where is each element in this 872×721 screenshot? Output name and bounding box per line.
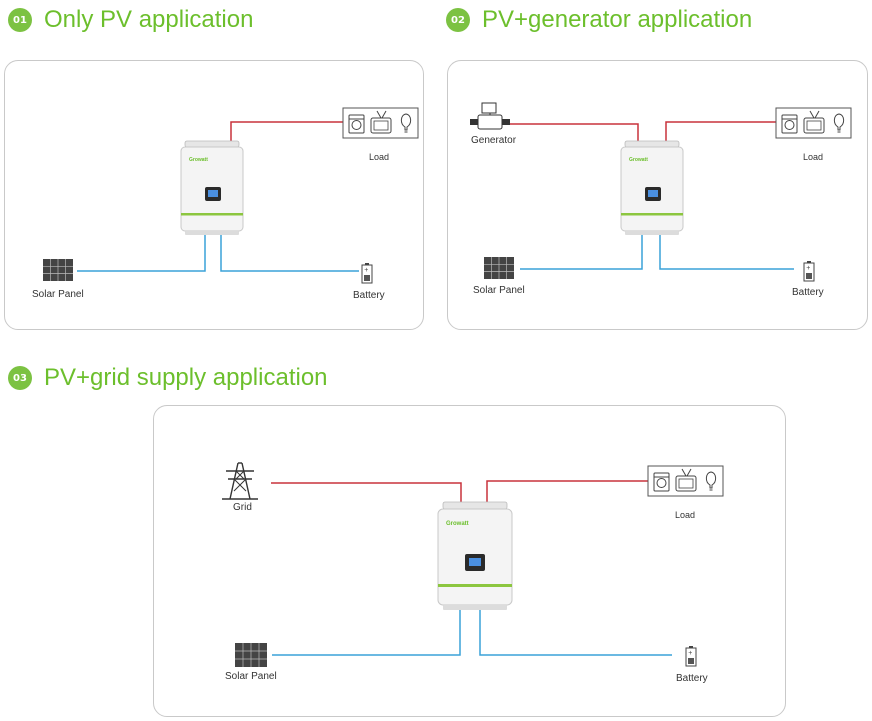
generator-icon <box>470 102 510 130</box>
solar-panel-label: Solar Panel <box>225 671 277 682</box>
battery-icon: + <box>803 261 815 282</box>
section-02-diagram-panel: Generator Growatt <box>447 60 868 330</box>
tv-icon <box>675 468 697 492</box>
section-01-badge: 01 <box>8 8 32 32</box>
dc-wire-solar <box>272 609 461 656</box>
battery-icon: + <box>361 263 373 284</box>
tv-icon <box>803 110 825 134</box>
section-03-title: PV+grid supply application <box>44 364 328 391</box>
tv-icon <box>370 110 392 134</box>
generator-label: Generator <box>471 135 517 146</box>
dc-wire-solar <box>77 231 206 272</box>
washing-machine-icon <box>348 114 365 134</box>
load-label: Load <box>369 152 389 162</box>
svg-text:+: + <box>364 267 368 274</box>
section-02-title: PV+generator application <box>482 6 753 33</box>
grid-label: Grid <box>233 502 252 513</box>
inverter-icon: Growatt <box>620 140 684 235</box>
washing-machine-icon <box>781 114 798 134</box>
dc-wire-battery <box>220 231 359 272</box>
section-02-badge: 02 <box>446 8 470 32</box>
solar-panel-label: Solar Panel <box>32 289 84 300</box>
section-03-heading: 03 PV+grid supply application <box>8 364 328 392</box>
svg-text:+: + <box>806 265 810 272</box>
ac-wire-grid <box>271 482 462 504</box>
load-icon-group <box>342 107 419 139</box>
section-01-diagram: Growatt Load <box>32 107 419 301</box>
solar-panel-icon <box>484 257 514 279</box>
load-icon-group <box>647 465 724 497</box>
load-icon-group <box>775 107 852 139</box>
load-label: Load <box>675 510 695 520</box>
light-bulb-icon <box>833 113 845 133</box>
washing-machine-icon <box>653 472 670 492</box>
inverter-brand-label: Growatt <box>446 521 469 527</box>
load-label: Load <box>803 152 823 162</box>
dc-wire-battery <box>479 609 672 656</box>
battery-label: Battery <box>353 290 385 301</box>
ac-wire-generator <box>508 123 639 144</box>
light-bulb-icon <box>705 471 717 491</box>
section-03-diagram: Grid Growatt <box>222 462 724 684</box>
transmission-tower-icon <box>222 462 258 500</box>
ac-wire-load <box>486 480 648 504</box>
battery-label: Battery <box>792 287 824 298</box>
section-01-heading: 01 Only PV application <box>8 6 253 34</box>
solar-panel-icon <box>43 259 73 281</box>
inverter-icon: Growatt <box>437 501 513 610</box>
inverter-icon: Growatt <box>180 140 244 235</box>
dc-wire-solar <box>520 231 643 270</box>
battery-icon: + <box>685 646 697 667</box>
svg-text:+: + <box>688 650 692 657</box>
section-01-diagram-panel: Growatt Load <box>4 60 424 330</box>
section-02-heading: 02 PV+generator application <box>446 6 752 34</box>
light-bulb-icon <box>400 113 412 133</box>
section-03-diagram-panel: Grid Growatt <box>153 405 786 717</box>
ac-wire-load <box>665 121 776 144</box>
solar-panel-label: Solar Panel <box>473 285 525 296</box>
section-01-title: Only PV application <box>44 6 254 33</box>
battery-label: Battery <box>676 673 708 684</box>
section-03-badge: 03 <box>8 366 32 390</box>
inverter-brand-label: Growatt <box>629 157 648 163</box>
dc-wire-battery <box>659 231 794 270</box>
solar-panel-icon <box>235 643 267 667</box>
ac-wire-load <box>230 121 343 144</box>
inverter-brand-label: Growatt <box>189 157 208 163</box>
section-02-diagram: Generator Growatt <box>470 102 852 298</box>
